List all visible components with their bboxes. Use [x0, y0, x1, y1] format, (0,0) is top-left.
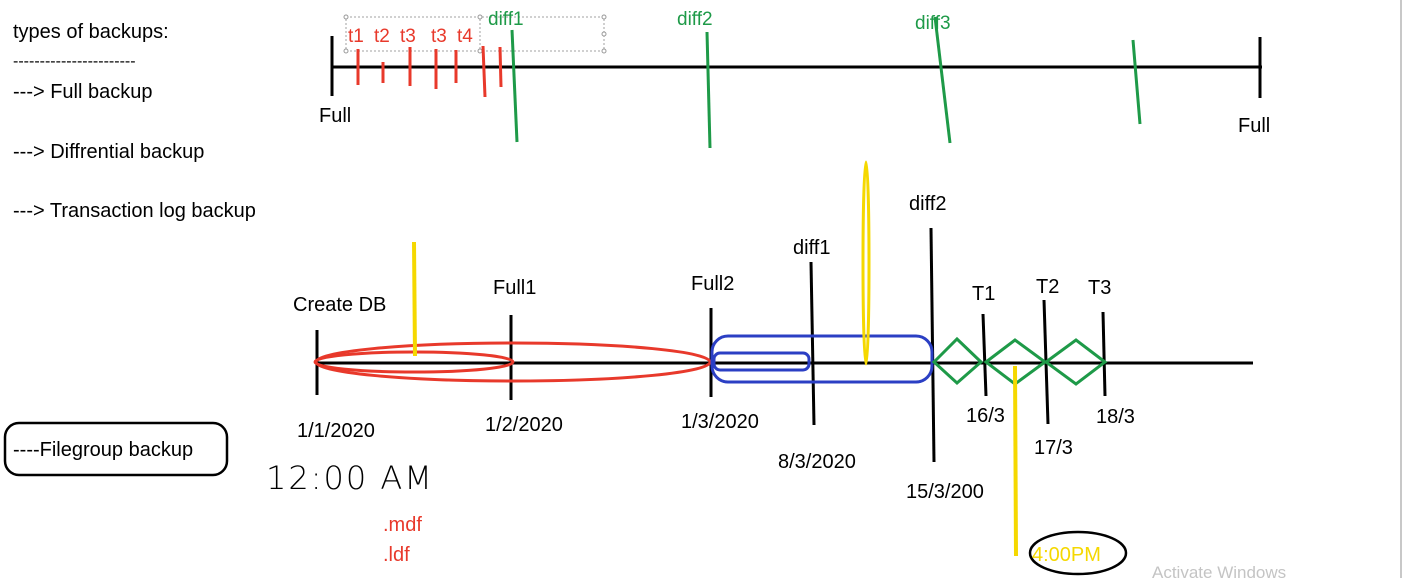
selection-handle	[343, 14, 349, 20]
selection-handle	[601, 31, 607, 37]
file-extension-ldf: .ldf	[383, 544, 410, 566]
event-label-full2: Full2	[691, 273, 734, 295]
date-label: 1/3/2020	[681, 411, 759, 433]
tlog-diamond	[931, 336, 984, 386]
event-label-diff2: diff2	[909, 193, 946, 215]
diff-tick	[1131, 39, 1142, 125]
legend-divider: -----------------------	[13, 53, 136, 70]
yellow-marker	[412, 241, 417, 357]
file-extension-mdf: .mdf	[383, 514, 422, 536]
event-tick-diff2	[929, 227, 936, 463]
event-tick-diff1	[809, 261, 816, 426]
event-label-t1: T1	[972, 283, 995, 305]
date-label: 1/1/2020	[297, 420, 375, 442]
diff-label: diff1	[488, 9, 524, 30]
tlog-label: t3	[431, 26, 447, 47]
handwritten-time: 12:00 AM	[266, 459, 434, 497]
yellow-marker-loop	[861, 160, 871, 366]
filegroup-label: ----Filegroup backup	[13, 439, 193, 461]
date-label: 17/3	[1034, 437, 1073, 459]
date-label: 1/2/2020	[485, 414, 563, 436]
selection-handle	[601, 48, 607, 54]
filegroup-box	[3, 421, 229, 477]
legend-item-transaction-log: ---> Transaction log backup	[13, 200, 256, 222]
legend-title: types of backups:	[13, 21, 169, 43]
selection-handle	[343, 48, 349, 54]
event-label-diff1: diff1	[793, 237, 830, 259]
window-edge	[1400, 0, 1402, 578]
date-label: 18/3	[1096, 406, 1135, 428]
timeline1-start-label: Full	[319, 105, 351, 127]
time-callout-label: 4:00PM	[1032, 544, 1101, 566]
event-label-t3: T3	[1088, 277, 1111, 299]
event-tick-t3	[1101, 311, 1107, 397]
tlog-tick	[481, 45, 487, 98]
date-label: 15/3/200	[906, 481, 984, 503]
diff-tick	[933, 16, 952, 144]
tlog-label: t4	[457, 26, 473, 47]
diff1-coverage-rect	[710, 334, 934, 384]
full2-inner-rect	[712, 351, 811, 372]
diff-label: diff3	[915, 13, 951, 34]
tlog-label: t1	[348, 26, 364, 47]
event-tick-t1	[981, 313, 988, 397]
full-coverage-ellipse	[314, 341, 712, 383]
tlog-diamond	[1043, 338, 1108, 386]
date-label: 8/3/2020	[778, 451, 856, 473]
diff-tick	[705, 31, 712, 149]
legend-item-differential: ---> Diffrential backup	[13, 141, 204, 163]
tlog-label: t3	[400, 26, 416, 47]
diff-label: diff2	[677, 9, 713, 30]
yellow-marker	[1013, 365, 1018, 557]
activate-windows-watermark: Activate Windows	[1152, 563, 1286, 578]
selection-handle	[477, 48, 483, 54]
date-label: 16/3	[966, 405, 1005, 427]
selection-handle	[477, 14, 483, 20]
tlog-tick	[498, 46, 503, 88]
legend-item-full: ---> Full backup	[13, 81, 153, 103]
selection-handle	[601, 14, 607, 20]
event-label-t2: T2	[1036, 276, 1059, 298]
event-label-create-db: Create DB	[293, 294, 386, 316]
event-label-full1: Full1	[493, 277, 536, 299]
diff-tick	[510, 29, 519, 143]
time-callout-ellipse	[1028, 530, 1128, 576]
tlog-label: t2	[374, 26, 390, 47]
timeline1-end-label: Full	[1238, 115, 1270, 137]
